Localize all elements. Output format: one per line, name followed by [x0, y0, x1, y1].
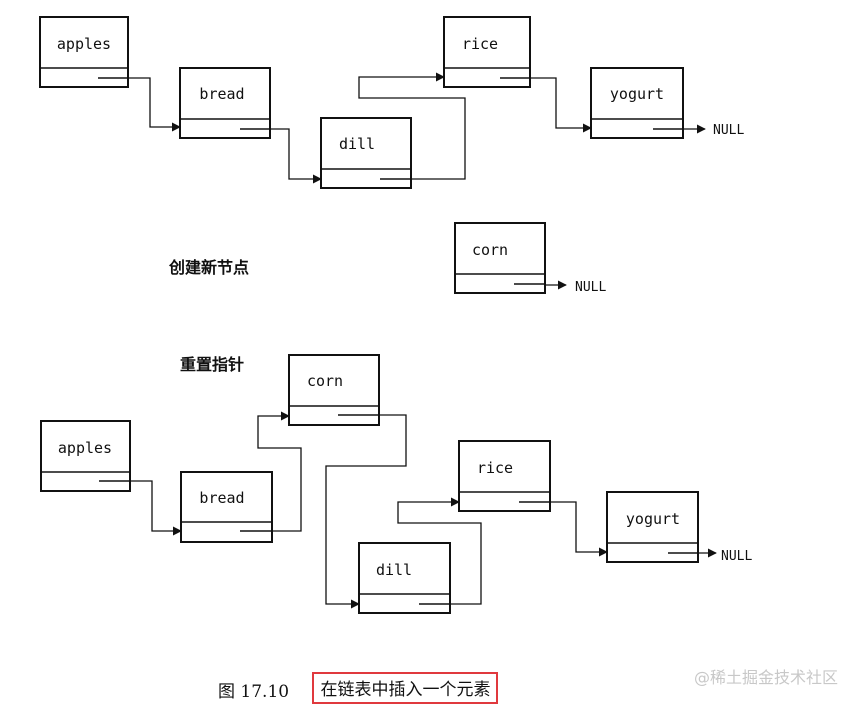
top-node-dill: dill	[320, 117, 412, 189]
top-link-apples-bread	[128, 77, 181, 132]
bottom-link-apples-bread	[130, 480, 182, 536]
bottom-node-yogurt: yogurt	[606, 491, 699, 563]
top-link-rice-yogurt	[530, 77, 592, 133]
top-list-diagram: apples bread dill rice yogurt	[39, 16, 744, 189]
watermark: @稀土掘金技术社区	[693, 668, 838, 687]
top-null-label: NULL	[713, 123, 744, 138]
bottom-node-bread-label: bread	[199, 489, 244, 507]
new-node-corn-label: corn	[472, 241, 508, 259]
top-node-rice: rice	[443, 16, 531, 88]
new-node-corn: corn	[454, 222, 546, 294]
create-node-label: 创建新节点	[168, 258, 249, 277]
create-node-section: 创建新节点 corn NULL	[168, 222, 606, 295]
bottom-node-apples-label: apples	[58, 439, 112, 457]
top-node-apples-label: apples	[57, 35, 111, 53]
top-node-yogurt: yogurt	[590, 67, 684, 139]
bottom-link-rice-yogurt	[550, 501, 608, 557]
bottom-link-bread-corn	[257, 411, 302, 532]
top-node-rice-label: rice	[462, 35, 498, 53]
top-node-bread-label: bread	[199, 85, 244, 103]
figure-number: 图 17.10	[218, 682, 290, 702]
bottom-node-corn: corn	[288, 354, 380, 426]
bottom-node-rice: rice	[458, 440, 551, 512]
bottom-node-corn-label: corn	[307, 372, 343, 390]
bottom-node-bread: bread	[180, 471, 273, 543]
reset-pointers-label: 重置指针	[180, 355, 244, 374]
top-node-dill-label: dill	[339, 135, 375, 153]
top-link-dill-rice	[358, 72, 466, 180]
bottom-link-corn-dill	[325, 414, 407, 609]
bottom-node-yogurt-label: yogurt	[626, 510, 680, 528]
bottom-node-dill-label: dill	[376, 561, 412, 579]
top-link-bread-dill	[270, 128, 322, 184]
bottom-node-rice-label: rice	[477, 459, 513, 477]
top-node-bread: bread	[179, 67, 271, 139]
figure-title: 在链表中插入一个元素	[312, 672, 499, 704]
figure-caption: 图 17.10 在链表中插入一个元素	[218, 672, 499, 706]
bottom-link-dill-rice	[397, 497, 482, 605]
bottom-node-dill: dill	[358, 542, 451, 614]
bottom-null-label: NULL	[721, 549, 752, 564]
new-node-null-label: NULL	[575, 280, 606, 295]
top-node-yogurt-label: yogurt	[610, 85, 664, 103]
bottom-list-diagram: 重置指针 apples bread corn dill	[40, 354, 752, 614]
bottom-node-apples: apples	[40, 420, 131, 492]
top-node-apples: apples	[39, 16, 129, 88]
